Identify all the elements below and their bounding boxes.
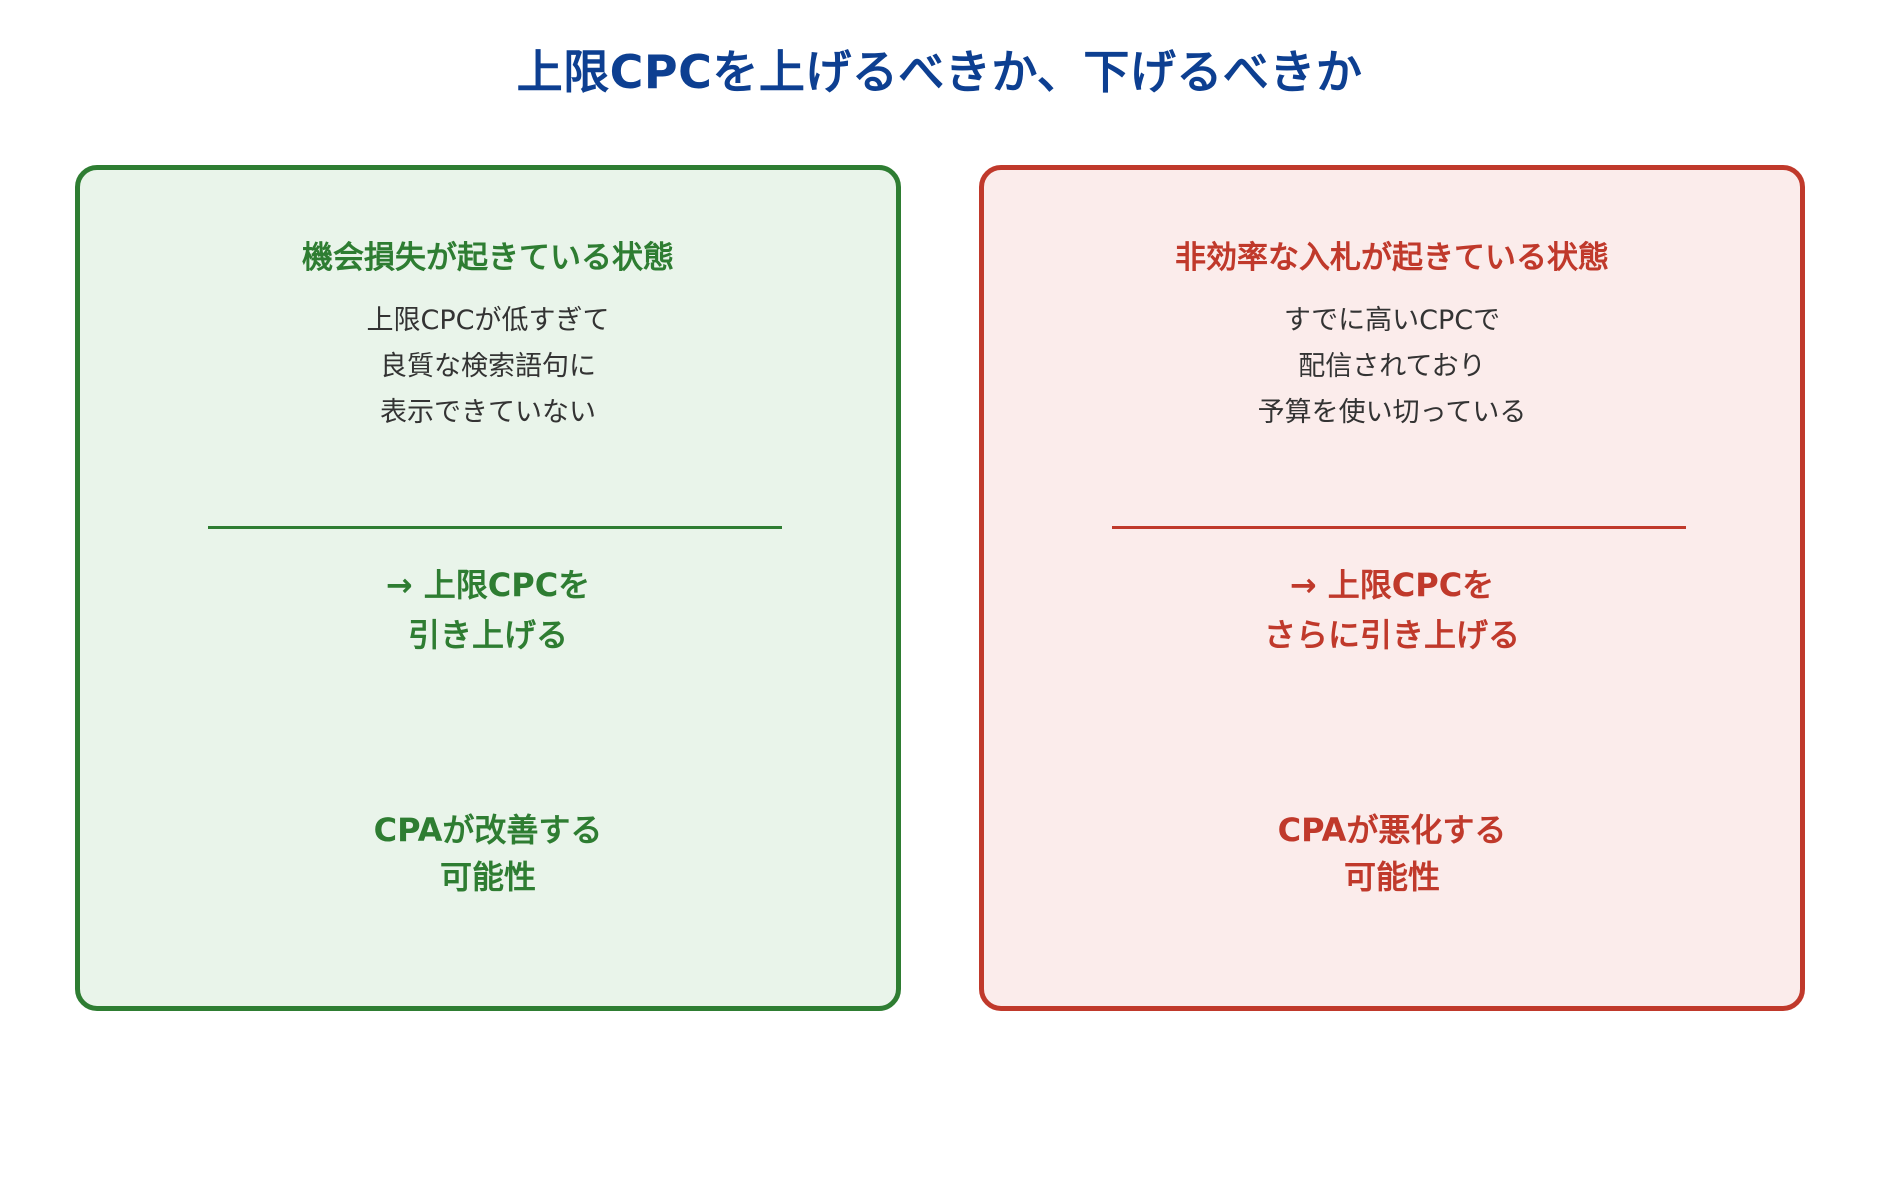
opportunity-loss-card: 機会損失が起きている状態 上限CPCが低すぎて 良質な検索語句に 表示できていな… bbox=[75, 165, 901, 1011]
page-title: 上限CPCを上げるべきか、下げるべきか bbox=[516, 45, 1363, 99]
inefficient-bidding-description: すでに高いCPCで 配信されており 予算を使い切っている bbox=[984, 298, 1800, 436]
action-line: → 上限CPCを bbox=[385, 566, 591, 604]
description-line: 予算を使い切っている bbox=[1257, 397, 1527, 428]
description-line: 良質な検索語句に bbox=[380, 351, 596, 382]
divider bbox=[208, 526, 782, 529]
outcome-line: 可能性 bbox=[439, 858, 536, 896]
further-raise-cpc-action: → 上限CPCを さらに引き上げる bbox=[984, 560, 1800, 660]
action-line: さらに引き上げる bbox=[1263, 616, 1520, 654]
outcome-line: 可能性 bbox=[1343, 858, 1440, 896]
outcome-line: CPAが改善する bbox=[373, 811, 603, 849]
description-line: すでに高いCPCで bbox=[1283, 305, 1501, 336]
cpa-improve-outcome: CPAが改善する 可能性 bbox=[80, 807, 896, 901]
opportunity-loss-heading: 機会損失が起きている状態 bbox=[302, 240, 674, 276]
description-line: 上限CPCが低すぎて bbox=[366, 305, 610, 336]
inefficient-bidding-card: 非効率な入札が起きている状態 すでに高いCPCで 配信されており 予算を使い切っ… bbox=[979, 165, 1805, 1011]
outcome-line: CPAが悪化する bbox=[1277, 811, 1507, 849]
description-line: 配信されており bbox=[1298, 351, 1486, 382]
action-line: 引き上げる bbox=[407, 616, 568, 654]
divider bbox=[1112, 526, 1686, 529]
inefficient-bidding-heading: 非効率な入札が起きている状態 bbox=[1175, 240, 1609, 276]
description-line: 表示できていない bbox=[380, 397, 596, 428]
action-line: → 上限CPCを bbox=[1289, 566, 1495, 604]
cpa-worsen-outcome: CPAが悪化する 可能性 bbox=[984, 807, 1800, 901]
raise-cpc-action: → 上限CPCを 引き上げる bbox=[80, 560, 896, 660]
opportunity-loss-description: 上限CPCが低すぎて 良質な検索語句に 表示できていない bbox=[80, 298, 896, 436]
